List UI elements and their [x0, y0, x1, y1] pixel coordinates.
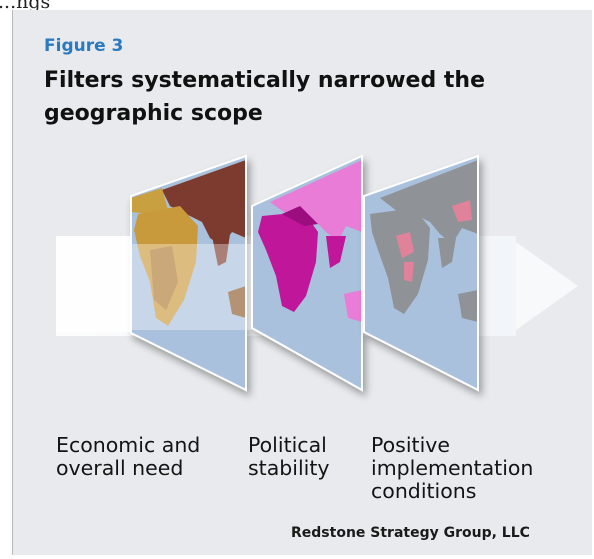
- cropped-header-text: ...ngs: [0, 0, 51, 13]
- figure-title: Filters systematically narrowed the geog…: [44, 68, 485, 126]
- stage-label-political: Political stability: [248, 433, 330, 480]
- source-credit: Redstone Strategy Group, LLC: [291, 525, 530, 541]
- figure-number: Figure 3: [44, 36, 124, 56]
- map-panel-political: [251, 154, 363, 392]
- stage-label-economic: Economic and overall need: [56, 433, 201, 480]
- stage-label-implementation: Positive implementation conditions: [371, 433, 534, 503]
- map-landmass-eurasia: [162, 160, 246, 246]
- map-panel-implementation: [363, 154, 479, 392]
- map-panel-economic: [130, 154, 247, 392]
